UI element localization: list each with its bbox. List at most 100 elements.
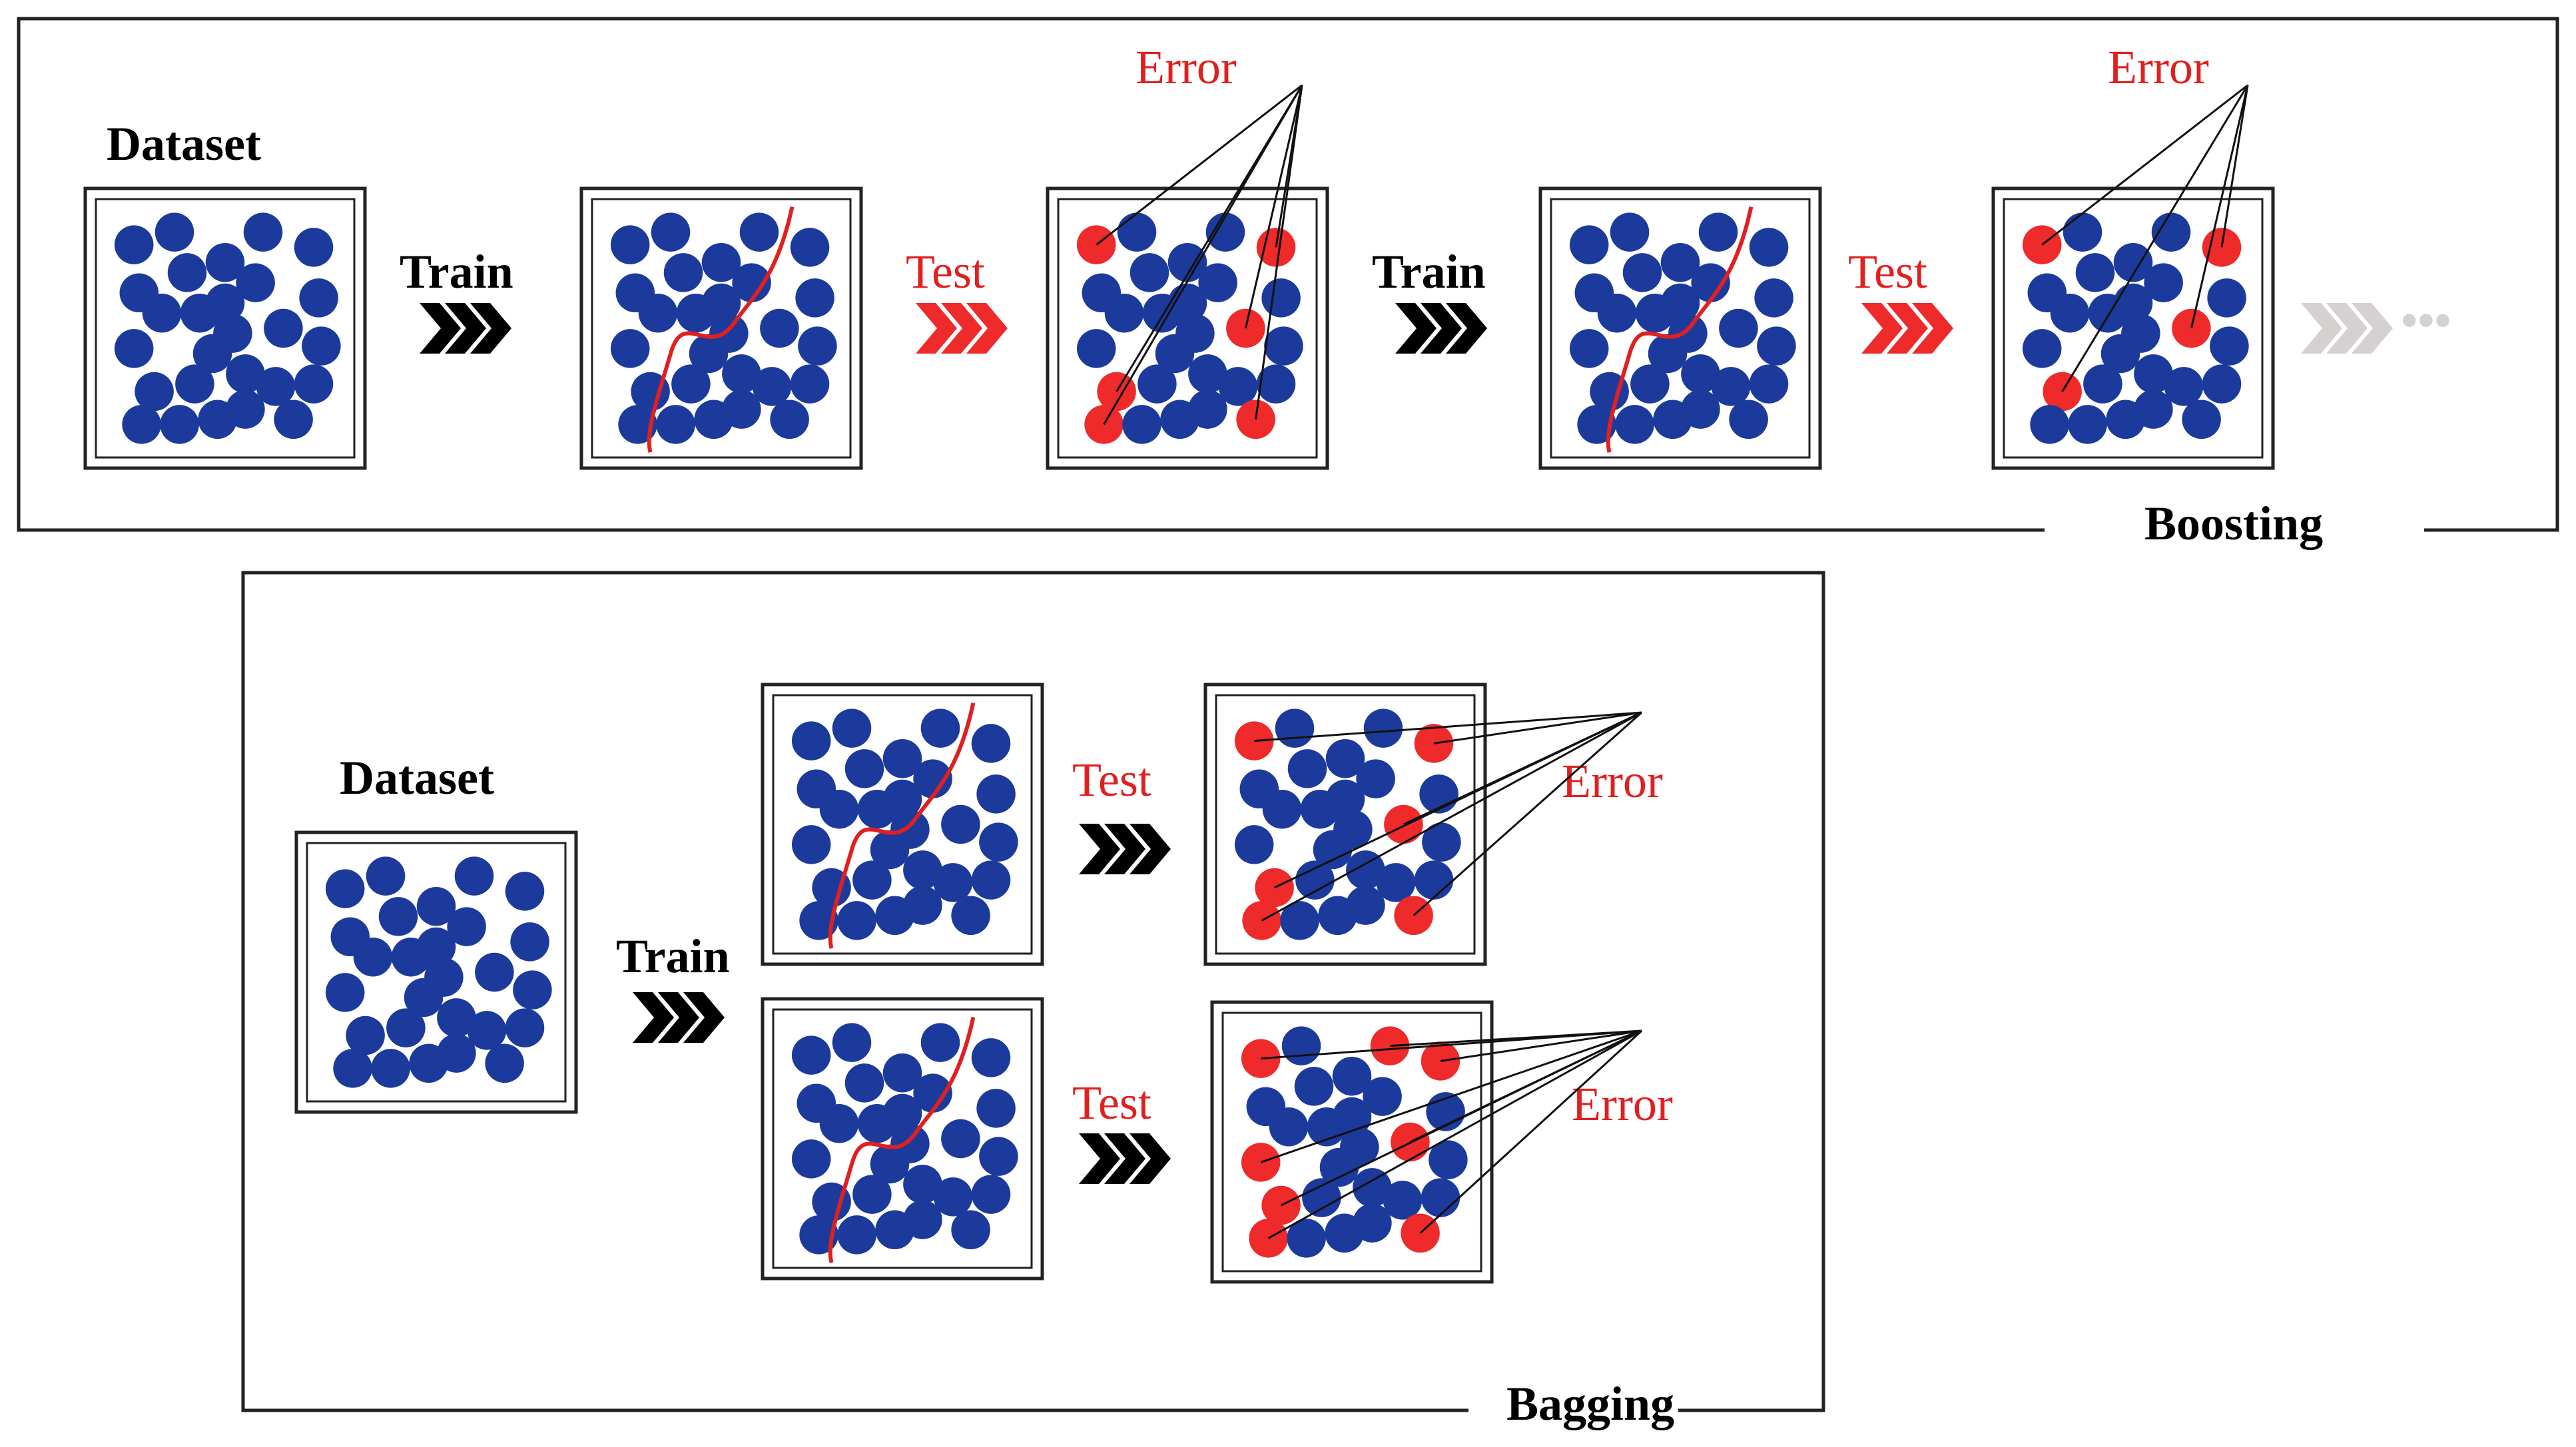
chevron-icon: [658, 992, 699, 1043]
data-point: [1188, 354, 1227, 394]
data-point: [722, 354, 761, 394]
data-point: [979, 822, 1018, 862]
data-point: [2113, 242, 2153, 282]
data-point: [618, 405, 657, 444]
data-point: [610, 225, 650, 264]
boosting-dataset-label: Dataset: [107, 117, 261, 170]
boosting-error-label-2: Error: [2108, 41, 2209, 94]
data-point: [475, 952, 514, 992]
data-point: [791, 825, 831, 864]
data-point: [2207, 278, 2246, 318]
data-point: [1218, 367, 1258, 406]
bagging-frame: [241, 571, 1825, 1412]
bagging-model-2-panel: [761, 997, 1044, 1281]
boosting-test-label-2: Test: [1848, 245, 1927, 298]
data-point: [875, 1210, 914, 1250]
data-point: [694, 400, 733, 439]
data-point: [135, 372, 174, 412]
error-pointer-line: [1255, 85, 1303, 420]
data-point: [1363, 1077, 1402, 1116]
data-point: [1325, 779, 1365, 819]
boosting-model-1-panel-decision-boundary: [647, 206, 795, 453]
error-pointer-line: [1433, 711, 1642, 744]
boosting-error-label-1: Error: [1135, 41, 1237, 94]
data-point: [1287, 749, 1327, 788]
chevron-icon: [1446, 303, 1487, 354]
data-point: [1691, 263, 1730, 302]
chevron-icon: [1079, 824, 1120, 874]
bagging-section: Bagging Dataset Train Test Test Error Er…: [241, 571, 1825, 1430]
data-point: [671, 364, 711, 404]
data-point: [2151, 212, 2191, 252]
chevron-icon: [683, 992, 725, 1043]
error-pointer-line: [2041, 84, 2248, 246]
data-point: [1167, 242, 1207, 282]
data-point: [689, 334, 729, 374]
error-pointer-line: [1440, 1029, 1642, 1062]
data-point: [2202, 364, 2242, 404]
chevron-icon: [1079, 1133, 1120, 1184]
chevron-icon: [1104, 1133, 1145, 1184]
data-point: [1318, 896, 1357, 936]
data-point: [505, 1008, 545, 1047]
data-point: [1280, 901, 1319, 940]
bagging-arrow-test-1: [1079, 824, 1171, 874]
boosting-test-2-panel: [1991, 84, 2275, 470]
error-pointer-line: [1267, 1029, 1642, 1239]
data-point: [976, 1089, 1016, 1128]
data-point: [1719, 308, 1758, 348]
data-point: [798, 326, 837, 366]
error-pointer-line: [1413, 711, 1642, 916]
data-point: [467, 1011, 507, 1050]
bagging-model-1-panel-inner-frame: [772, 694, 1033, 955]
data-point: [1597, 293, 1637, 333]
data-point: [2083, 364, 2122, 404]
data-point: [979, 1137, 1018, 1176]
data-point: [1129, 253, 1169, 292]
data-point: [732, 263, 771, 302]
data-point: [294, 364, 334, 404]
data-point: [971, 1175, 1011, 1214]
data-point: [1622, 253, 1662, 292]
boosting-frame: [17, 17, 2559, 532]
data-point: [155, 212, 194, 252]
data-point: [2164, 367, 2204, 406]
bagging-arrow-train: [633, 992, 725, 1043]
error-pointer-line: [1254, 711, 1642, 742]
boosting-label: Boosting: [2144, 497, 2323, 550]
bagging-model-1-panel-decision-boundary: [828, 702, 976, 950]
data-point: [353, 937, 393, 977]
data-point: [1363, 709, 1403, 748]
data-point: [510, 922, 549, 962]
error-pointer-line: [1096, 84, 1303, 246]
data-point: [1122, 405, 1161, 444]
data-point: [1421, 1178, 1460, 1217]
data-point: [167, 253, 207, 292]
boosting-dataset-panel: [83, 186, 367, 470]
data-point: [513, 970, 552, 1010]
data-point: [832, 709, 872, 748]
chevron-icon: [916, 303, 957, 354]
data-point: [416, 927, 456, 967]
chevron-icon: [1104, 824, 1145, 874]
boosting-test-1-panel: [1046, 84, 1329, 470]
data-point: [882, 1093, 922, 1133]
data-point: [1569, 225, 1609, 264]
data-point: [416, 886, 456, 926]
bagging-test-label-1: Test: [1072, 753, 1151, 806]
data-point: [795, 278, 834, 318]
boosting-model-1-panel: [579, 186, 863, 470]
data-point: [1275, 709, 1315, 748]
chevron-icon: [941, 303, 982, 354]
data-point: [294, 228, 334, 267]
data-point: [2210, 326, 2249, 366]
data-point: [437, 998, 476, 1037]
bagging-test-1-panel-inner-frame: [1215, 694, 1476, 955]
data-point: [236, 263, 275, 302]
data-point: [1660, 242, 1700, 282]
boosting-train-label-1: Train: [400, 245, 513, 298]
data-point: [256, 367, 296, 406]
data-point: [1261, 278, 1301, 318]
data-point: [844, 749, 884, 788]
